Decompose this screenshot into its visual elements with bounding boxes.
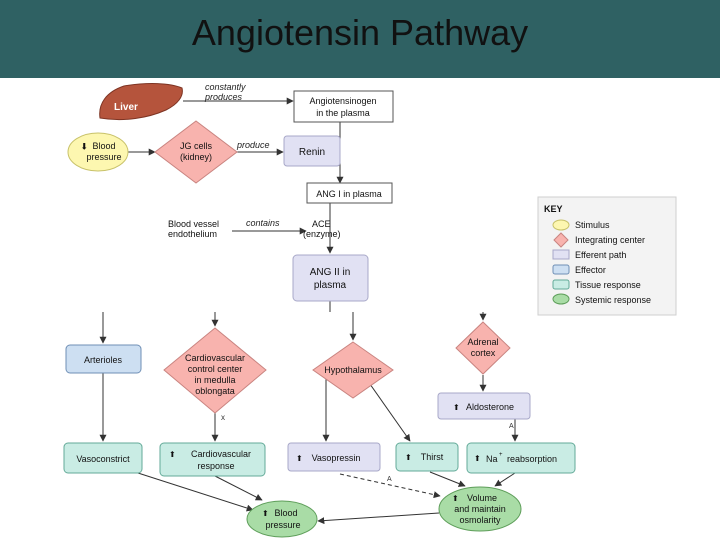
volume-osmolarity-outcome: ⬆ Volume and maintain osmolarity: [438, 486, 522, 532]
svg-text:Cardiovascular: Cardiovascular: [185, 353, 245, 363]
svg-text:pressure: pressure: [265, 520, 300, 530]
up-arrow-icon: ⬆: [453, 403, 460, 412]
label-produce: produce: [236, 140, 270, 150]
svg-text:Aldosterone: Aldosterone: [466, 402, 514, 412]
arrow-thirst-to-volume: [429, 471, 466, 487]
up-arrow-icon: ⬆: [452, 494, 459, 503]
renin-box: Renin: [283, 135, 341, 167]
thirst-box: ⬆ Thirst: [395, 442, 459, 472]
key-swatch-effector: [552, 264, 570, 275]
svg-text:in the plasma: in the plasma: [316, 108, 370, 118]
svg-text:(kidney): (kidney): [180, 152, 212, 162]
svg-text:and maintain: and maintain: [454, 504, 506, 514]
mark-a-vasopressin: A: [387, 476, 392, 483]
label-blood-vessel: Blood vessel: [168, 219, 219, 229]
svg-text:ANG I in plasma: ANG I in plasma: [316, 189, 382, 199]
svg-text:Vasopressin: Vasopressin: [312, 453, 361, 463]
label-constantly: constantly: [205, 82, 246, 92]
svg-text:oblongata: oblongata: [195, 386, 235, 396]
key-item-tissue: Tissue response: [575, 280, 641, 290]
svg-text:Thirst: Thirst: [421, 452, 444, 462]
svg-text:Adrenal: Adrenal: [467, 337, 498, 347]
blood-pressure-outcome: ⬆ Blood pressure: [246, 500, 318, 538]
ang1-box: ANG I in plasma: [306, 182, 393, 204]
svg-text:Volume: Volume: [467, 493, 497, 503]
svg-text:Liver: Liver: [114, 102, 138, 113]
blood-pressure-stimulus: ⬆ Blood pressure: [67, 132, 129, 172]
svg-text:Cardiovascular: Cardiovascular: [191, 449, 251, 459]
mark-a-aldosterone: A: [509, 423, 514, 430]
vasoconstrict-box: Vasoconstrict: [63, 442, 143, 474]
angiotensinogen-box: Angiotensinogen in the plasma: [293, 90, 394, 123]
label-produces: produces: [204, 92, 243, 102]
up-arrow-icon: ⬆: [169, 450, 176, 459]
label-contains: contains: [246, 218, 280, 228]
key-item-stimulus: Stimulus: [575, 220, 610, 230]
arrow-na-to-volume: [494, 472, 516, 487]
arrow-hypothalamus-to-thirst: [364, 376, 411, 442]
key-swatch-tissue: [552, 279, 570, 290]
hypothalamus-diamond: Hypothalamus: [312, 341, 394, 399]
key-item-systemic: Systemic response: [575, 295, 651, 305]
ang2-box: ANG II in plasma: [292, 254, 369, 302]
svg-text:Hypothalamus: Hypothalamus: [324, 365, 382, 375]
key-legend: KEY Stimulus Integrating center Efferent…: [537, 196, 677, 316]
svg-text:plasma: plasma: [314, 280, 347, 291]
label-endothelium: endothelium: [168, 229, 217, 239]
svg-text:pressure: pressure: [86, 152, 121, 162]
key-swatch-stimulus: [552, 219, 570, 231]
svg-text:ANG II in: ANG II in: [310, 267, 351, 278]
key-swatch-integrating: [553, 232, 569, 248]
label-ace-enzyme: (enzyme): [303, 229, 341, 239]
down-arrow-icon: ⬆: [80, 141, 88, 151]
connectors: [99, 97, 519, 525]
key-item-efferent: Efferent path: [575, 250, 626, 260]
svg-text:Na: Na: [486, 454, 498, 464]
na-reabsorption-box: ⬆ Na + reabsorption: [466, 442, 576, 474]
cardiovascular-center-diamond: Cardiovascular control center in medulla…: [163, 327, 267, 414]
key-item-effector: Effector: [575, 265, 606, 275]
cardiovascular-response-box: ⬆ Cardiovascular response: [159, 442, 266, 477]
svg-text:JG cells: JG cells: [180, 141, 213, 151]
arterioles-box: Arterioles: [65, 344, 142, 374]
arrow-cardio-response-to-bp: [214, 475, 263, 501]
svg-text:reabsorption: reabsorption: [507, 454, 557, 464]
label-ace: ACE: [312, 219, 331, 229]
arrow-vasopressin-to-volume: [339, 473, 441, 499]
key-swatch-systemic: [552, 293, 570, 305]
key-item-integrating: Integrating center: [575, 235, 645, 245]
svg-text:Renin: Renin: [299, 147, 325, 158]
svg-text:Angiotensinogen: Angiotensinogen: [309, 96, 376, 106]
key-title: KEY: [544, 204, 563, 214]
slide-title: Angiotensin Pathway: [191, 12, 529, 53]
svg-text:+: +: [499, 452, 503, 458]
key-swatch-efferent: [552, 249, 570, 260]
up-arrow-icon: ⬆: [474, 454, 481, 463]
svg-text:osmolarity: osmolarity: [459, 515, 501, 525]
svg-text:Arterioles: Arterioles: [84, 355, 123, 365]
adrenal-cortex-diamond: Adrenal cortex: [455, 321, 511, 375]
up-arrow-icon: ⬆: [262, 509, 269, 518]
svg-text:cortex: cortex: [471, 348, 496, 358]
svg-text:control center: control center: [188, 364, 243, 374]
liver-node: Liver: [99, 83, 183, 121]
jg-cells-diamond: JG cells (kidney): [154, 120, 238, 184]
up-arrow-icon: ⬆: [296, 454, 303, 463]
svg-text:Blood: Blood: [92, 141, 115, 151]
svg-text:in medulla: in medulla: [194, 375, 235, 385]
arrow-volume-to-bp: [317, 512, 440, 525]
svg-text:response: response: [197, 461, 234, 471]
arrow-vasoconstrict-to-bp: [137, 472, 254, 512]
vasopressin-box: ⬆ Vasopressin: [287, 442, 381, 472]
up-arrow-icon: ⬆: [405, 453, 412, 462]
aldosterone-box: ⬆ Aldosterone: [437, 392, 531, 420]
svg-text:Blood: Blood: [274, 508, 297, 518]
mark-x: x: [221, 413, 225, 422]
title-bar: [0, 0, 720, 78]
svg-text:Vasoconstrict: Vasoconstrict: [76, 454, 130, 464]
